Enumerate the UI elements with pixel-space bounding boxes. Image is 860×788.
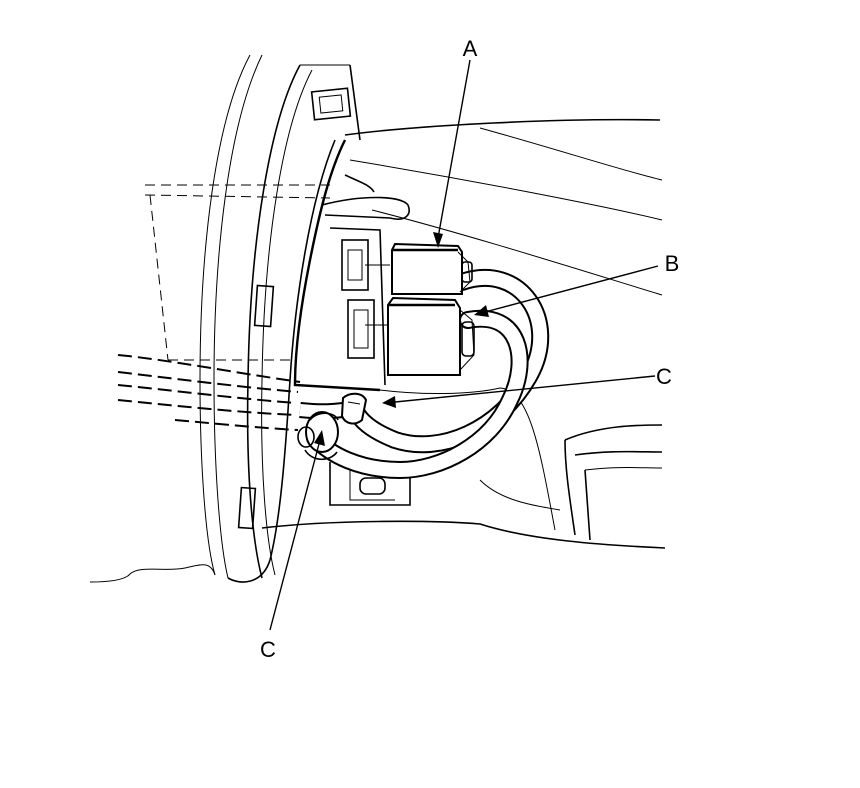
connector-b: [387, 296, 475, 376]
leader-lines: [269, 59, 659, 631]
connector-a: [391, 242, 473, 295]
right-structure: [479, 424, 663, 541]
trim-panel: [89, 54, 361, 583]
callout-c-lower-label: C: [260, 637, 276, 662]
lower-housing: [261, 387, 666, 549]
callout-b-label: B: [665, 251, 680, 276]
wire-harness-dashed: [117, 354, 301, 431]
phantom-bracket: [144, 184, 331, 361]
body-panel-outline: [344, 118, 663, 296]
callout-c-upper-label: C: [656, 364, 672, 389]
clamp-upper: [340, 392, 368, 425]
callout-a-label: A: [463, 36, 478, 61]
